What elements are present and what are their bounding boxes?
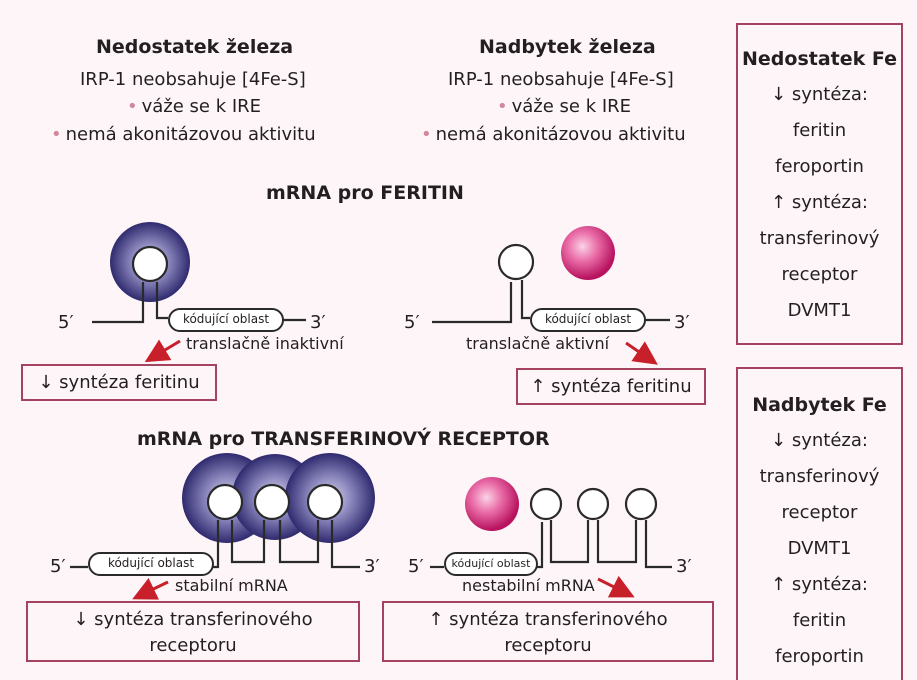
summary-item: feroportin — [775, 646, 864, 667]
summary-deficit-title: Nedostatek Fe — [742, 48, 897, 70]
arrow-unstable-mrna — [597, 575, 635, 598]
tfr-right-3prime: 3′ — [676, 556, 692, 577]
ferritin-right-3prime: 3′ — [674, 312, 690, 333]
coding-region-label: kódující oblast — [530, 308, 646, 332]
tfr-left-5prime: 5′ — [50, 556, 66, 577]
heading-iron-excess: Nadbytek železa — [479, 36, 656, 58]
translation-active-label: translačně aktivní — [466, 334, 610, 353]
coding-region-label: kódující oblast — [444, 552, 538, 576]
tfr-result-box-left: ↓ syntéza transferinového receptoru — [26, 601, 360, 662]
summary-item: ↓ syntéza: — [771, 84, 868, 105]
arrow-stable-mrna — [132, 577, 169, 600]
summary-box-excess: Nadbytek Fe ↓ syntéza: transferinový rec… — [736, 367, 903, 680]
ferritin-result-box-left: ↓ syntéza feritinu — [21, 364, 217, 401]
mrna-strand-tfr-right — [430, 487, 672, 569]
deficiency-line1: IRP-1 neobsahuje [4Fe-S] — [80, 69, 306, 90]
tfr-title: mRNA pro TRANSFERINOVÝ RECEPTOR — [137, 428, 550, 450]
summary-item: feritin — [792, 610, 847, 631]
summary-item: feroportin — [775, 156, 864, 177]
excess-line1: IRP-1 neobsahuje [4Fe-S] — [448, 69, 674, 90]
irp-protein-pink — [561, 226, 615, 280]
stable-mrna-label: stabilní mRNA — [175, 576, 288, 595]
summary-box-deficit: Nedostatek Fe ↓ syntéza: feritin feropor… — [736, 23, 903, 345]
ferritin-left-3prime: 3′ — [310, 312, 326, 333]
arrow-translation-active — [625, 341, 658, 365]
arrow-translation-inactive — [144, 339, 181, 363]
mrna-strand-ferritin-left — [92, 245, 306, 324]
mrna-strand-ferritin-right — [432, 243, 670, 324]
summary-item: transferinový — [759, 466, 880, 487]
ferritin-result-box-right: ↑ syntéza feritinu — [516, 368, 706, 405]
excess-line3: •nemá akonitázovou aktivitu — [421, 124, 686, 145]
unstable-mrna-label: nestabilní mRNA — [462, 576, 595, 595]
tfr-right-5prime: 5′ — [408, 556, 424, 577]
summary-item: receptor — [781, 264, 858, 285]
summary-item: DVMT1 — [787, 538, 852, 559]
coding-region-label: kódující oblast — [168, 308, 284, 332]
summary-excess-title: Nadbytek Fe — [752, 394, 887, 416]
tfr-result-box-right: ↑ syntéza transferinového receptoru — [382, 601, 714, 662]
summary-item: ↑ syntéza: — [771, 192, 868, 213]
summary-item: ↓ syntéza: — [771, 430, 868, 451]
coding-region-label: kódující oblast — [88, 552, 214, 576]
heading-iron-deficiency: Nedostatek železa — [96, 36, 294, 58]
summary-item: receptor — [781, 502, 858, 523]
irp-protein-pink-tfr — [465, 477, 519, 531]
excess-line2: •váže se k IRE — [497, 96, 632, 117]
summary-item: transferinový — [759, 228, 880, 249]
translation-inactive-label: translačně inaktivní — [186, 334, 344, 353]
summary-item: ↑ syntéza: — [771, 574, 868, 595]
summary-item: feritin — [792, 120, 847, 141]
deficiency-line3: •nemá akonitázovou aktivitu — [51, 124, 316, 145]
tfr-left-3prime: 3′ — [364, 556, 380, 577]
summary-item: DVMT1 — [787, 300, 852, 321]
mrna-strand-tfr-left — [70, 483, 360, 569]
ferritin-title: mRNA pro FERITIN — [266, 182, 464, 204]
deficiency-line2: •váže se k IRE — [127, 96, 262, 117]
ferritin-left-5prime: 5′ — [58, 312, 74, 333]
ferritin-right-5prime: 5′ — [404, 312, 420, 333]
